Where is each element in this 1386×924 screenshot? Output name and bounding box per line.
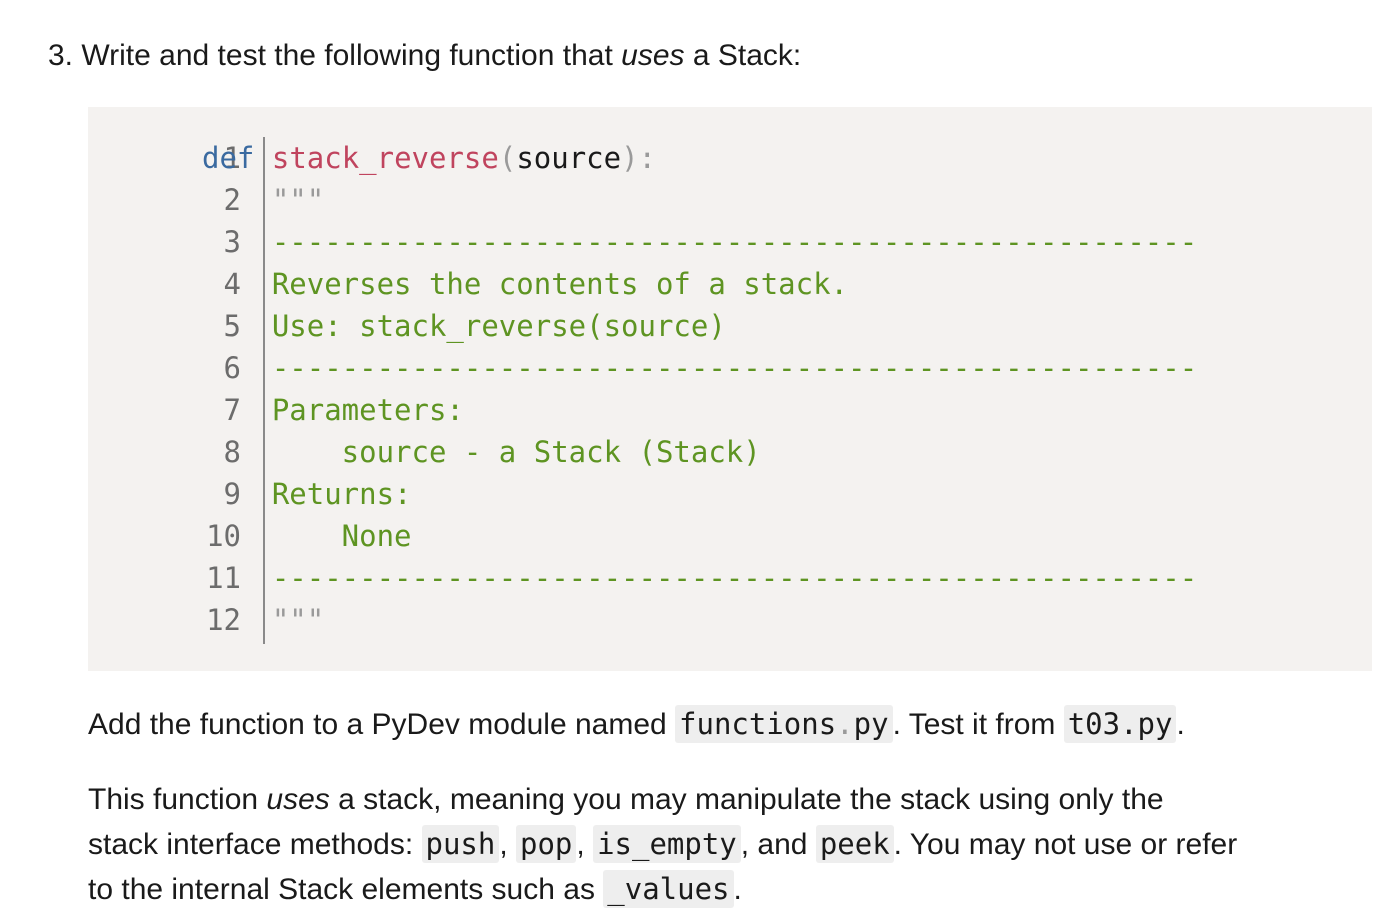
heading-text-start: Write and test the following function th… <box>81 39 622 72</box>
code-line: """ <box>202 183 325 217</box>
paragraph-text: , <box>576 828 594 861</box>
code-line: Returns: <box>202 477 412 511</box>
inline-code-values: _values <box>603 870 734 908</box>
paragraph-text: stack interface methods: <box>88 828 422 861</box>
inline-code-text: functions <box>679 707 837 741</box>
paragraph-text: , and <box>740 828 816 861</box>
line-number: 9 <box>223 477 241 511</box>
code-line: ----------------------------------------… <box>202 561 1198 595</box>
paragraph-line: stack interface methods: push, pop, is_e… <box>88 822 1237 867</box>
parameter-name: source <box>516 141 622 175</box>
heading-emphasis: uses <box>621 39 685 72</box>
inline-code-push: push <box>421 825 500 863</box>
code-line: ----------------------------------------… <box>202 225 1198 259</box>
code-block: 1 2 3 4 5 6 7 8 9 10 11 12 def stack_rev… <box>88 107 1372 671</box>
code-line: source - a Stack (Stack) <box>202 435 761 469</box>
paragraph-text: This function <box>88 783 267 816</box>
code-line: Reverses the contents of a stack. <box>202 267 849 301</box>
line-number: 1 <box>223 141 241 175</box>
open-paren: ( <box>498 141 517 175</box>
line-number: 6 <box>223 351 241 385</box>
line-number: 12 <box>206 603 241 637</box>
heading-text-end: a Stack: <box>684 39 802 72</box>
code-line: Use: stack_reverse(source) <box>202 309 726 343</box>
inline-code-is-empty: is_empty <box>593 825 741 863</box>
inline-code-functions-py: functions.py <box>675 705 893 743</box>
line-number: 3 <box>223 225 241 259</box>
line-number-gutter: 1 2 3 4 5 6 7 8 9 10 11 12 <box>88 137 265 644</box>
line-number: 7 <box>223 393 241 427</box>
paragraph-text: . <box>733 873 742 906</box>
line-number: 2 <box>223 183 241 217</box>
close-paren-colon: ): <box>621 141 656 175</box>
exercise-heading: 3. Write and test the following function… <box>48 36 801 76</box>
paragraph-text: to the internal Stack elements such as <box>88 873 604 906</box>
exercise-number: 3. <box>48 39 74 72</box>
inline-code-text: py <box>853 707 889 741</box>
paragraph-line: This function uses a stack, meaning you … <box>88 777 1237 822</box>
inline-code-dot: . <box>836 707 854 741</box>
line-number: 8 <box>223 435 241 469</box>
code-line: ----------------------------------------… <box>202 351 1198 385</box>
code-line: """ <box>202 603 325 637</box>
code-line: None <box>202 519 412 553</box>
paragraph-text: . Test it from <box>892 708 1064 741</box>
inline-code-pop: pop <box>516 825 577 863</box>
inline-code-peek: peek <box>815 825 894 863</box>
instruction-paragraph: Add the function to a PyDev module named… <box>88 702 1185 747</box>
paragraph-line: to the internal Stack elements such as _… <box>88 867 1237 912</box>
function-name: stack_reverse <box>271 141 499 175</box>
paragraph-text: , <box>499 828 517 861</box>
inline-code-t03-py: t03.py <box>1063 705 1177 743</box>
def-keyword: def <box>202 141 255 175</box>
explanation-paragraph: This function uses a stack, meaning you … <box>88 777 1237 912</box>
paragraph-text: . You may not use or refer <box>893 828 1238 861</box>
line-number: 10 <box>206 519 241 553</box>
paragraph-text: Add the function to a PyDev module named <box>88 708 676 741</box>
paragraph-emphasis: uses <box>266 783 330 816</box>
line-number: 4 <box>223 267 241 301</box>
paragraph-text: . <box>1176 708 1185 741</box>
line-number: 11 <box>206 561 241 595</box>
paragraph-text: a stack, meaning you may manipulate the … <box>329 783 1164 816</box>
line-number: 5 <box>223 309 241 343</box>
code-line-def: def stack_reverse(source): <box>202 137 656 179</box>
code-line: Parameters: <box>202 393 464 427</box>
